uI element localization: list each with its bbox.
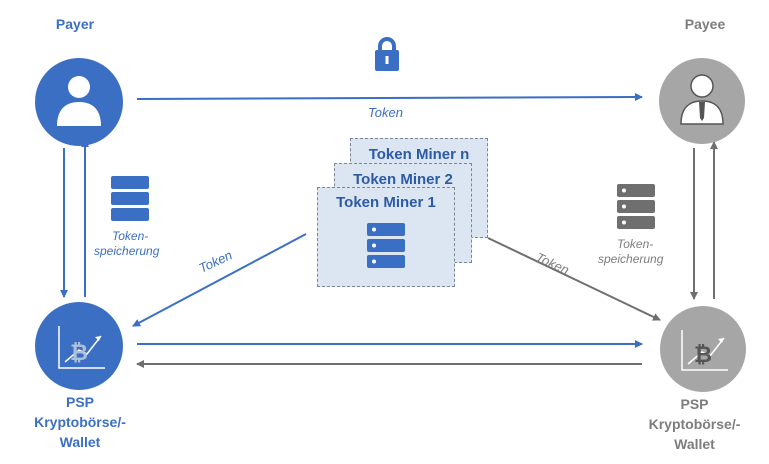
storage-right-line1: Token- — [617, 237, 654, 251]
psp-right-line3: Wallet — [674, 436, 715, 452]
psp-left-line3: Wallet — [59, 434, 101, 450]
payer-avatar — [35, 58, 123, 146]
bitcoin-chart-icon: ₿ — [58, 326, 105, 369]
psp-right-line1: PSP — [680, 396, 709, 412]
server-icon — [111, 176, 149, 221]
user-icon — [57, 76, 101, 126]
arrow-miner-to-left-psp — [132, 233, 307, 327]
storage-left-line1: Token- — [112, 229, 149, 243]
server-icon — [617, 184, 655, 229]
token-label-top: Token — [368, 105, 403, 120]
psp-left-icon: ₿ — [35, 302, 123, 390]
svg-text:₿: ₿ — [694, 343, 712, 368]
psp-right-line2: Kryptobörse/- — [648, 416, 741, 432]
bitcoin-chart-icon: ₿ — [681, 330, 728, 371]
payee-avatar — [659, 58, 745, 144]
miner-title: Token Miner 1 — [336, 194, 436, 211]
miner-title: Token Miner n — [368, 146, 470, 163]
storage-left-line2: speicherung — [94, 244, 160, 258]
psp-right-icon: ₿ — [660, 306, 746, 392]
arrow-payer-to-payee — [136, 93, 643, 102]
payer-title: Payer — [55, 16, 95, 32]
miner-title: Token Miner 2 — [353, 171, 453, 188]
psp-left-line2: Kryptobörse/- — [34, 414, 126, 430]
payee-title: Payee — [684, 16, 726, 32]
miner-card-1: Token Miner 1 — [317, 187, 455, 287]
businessman-icon — [680, 74, 724, 125]
svg-text:₿: ₿ — [70, 341, 88, 366]
arrow-miner-to-right-psp — [487, 237, 661, 321]
server-icon — [367, 223, 405, 268]
storage-right-line2: speicherung — [598, 252, 664, 266]
lock-icon — [375, 37, 399, 71]
psp-left-line1: PSP — [65, 394, 94, 410]
